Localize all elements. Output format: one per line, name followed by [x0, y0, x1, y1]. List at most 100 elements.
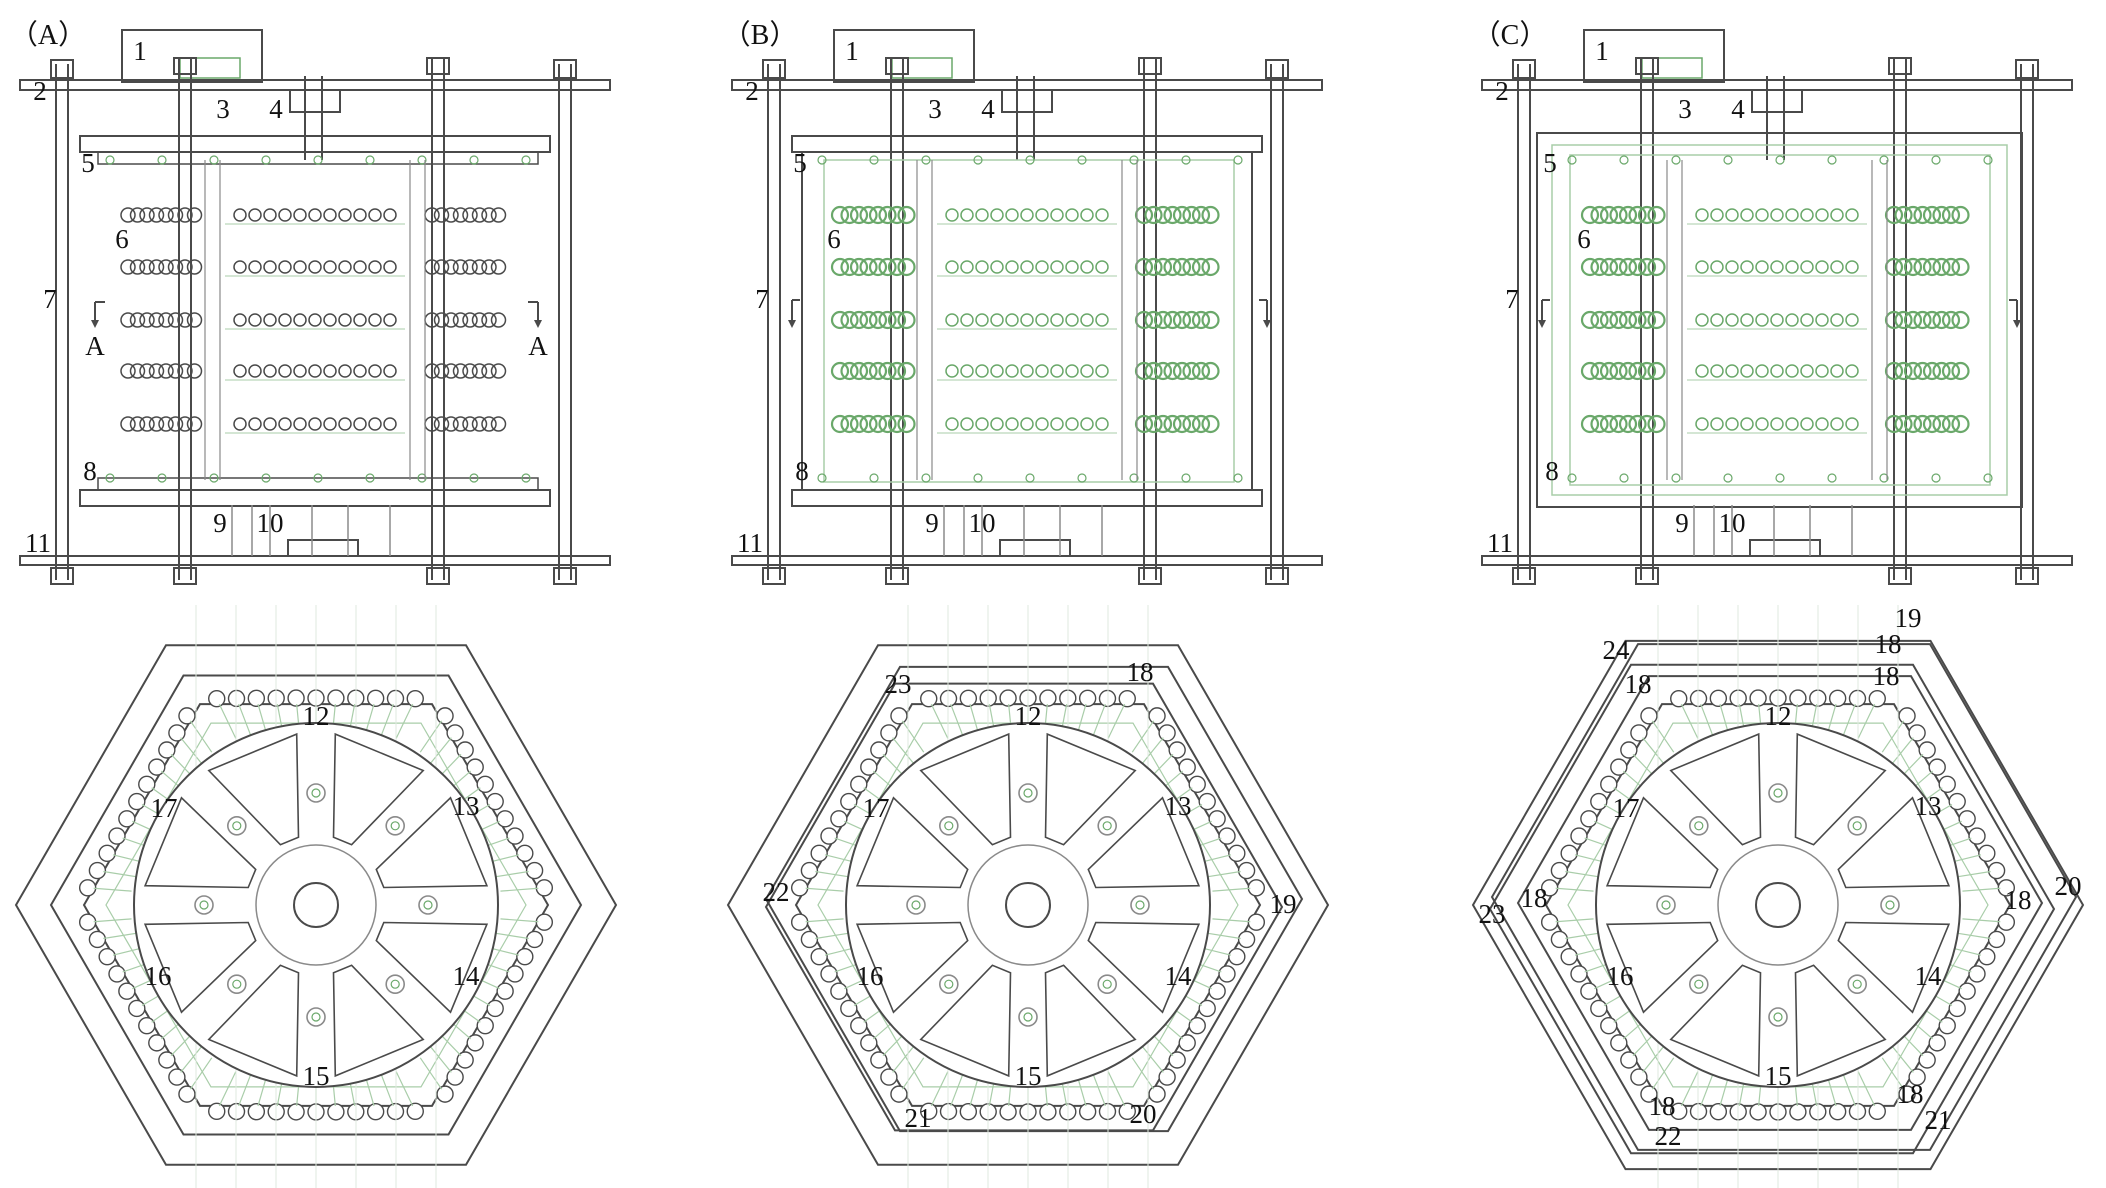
cell [436, 707, 454, 725]
cell [1932, 310, 1951, 330]
cell [323, 260, 337, 274]
cell [1951, 257, 1970, 277]
cell [1065, 313, 1079, 327]
bolt [1233, 473, 1243, 483]
cell [436, 1085, 454, 1103]
cell [878, 414, 897, 434]
rod-nut [1265, 59, 1289, 79]
cell [1755, 313, 1769, 327]
cell [1618, 205, 1638, 225]
cell [1785, 364, 1799, 378]
cell [168, 1068, 186, 1086]
rod-nut [2015, 59, 2039, 79]
cell-lead [1091, 1070, 1106, 1107]
cell [945, 364, 959, 378]
cell [1637, 205, 1657, 225]
cell [1918, 1051, 1936, 1069]
cell [1148, 707, 1166, 725]
cell [490, 416, 507, 432]
cell-lead [180, 737, 206, 768]
cell [248, 260, 262, 274]
cell [186, 259, 203, 275]
frame [1536, 132, 2023, 508]
label-15: 15 [303, 1061, 330, 1091]
cell [1968, 827, 1986, 845]
bolt-hole [1130, 895, 1150, 915]
cell [353, 313, 367, 327]
bolt [921, 155, 931, 165]
cell [1647, 205, 1666, 225]
cell [1894, 361, 1913, 381]
top-plate [731, 79, 1323, 91]
bolt-hole [194, 895, 214, 915]
cell [443, 363, 459, 379]
label-2: 2 [1495, 76, 1509, 106]
cell [1903, 310, 1923, 330]
cell [120, 312, 136, 328]
cell-lead [93, 918, 132, 923]
cell [466, 1034, 484, 1052]
cell [128, 999, 146, 1018]
cell [1725, 208, 1739, 222]
label-21: 21 [1925, 1105, 1952, 1135]
cell [1922, 257, 1942, 277]
cell [148, 758, 166, 776]
cell [860, 1034, 878, 1052]
cell [840, 361, 859, 381]
cell-lead [1881, 720, 1905, 753]
cell-lead [892, 1042, 918, 1073]
cell [139, 259, 155, 275]
cell [1095, 313, 1109, 327]
label-4: 4 [1731, 94, 1745, 124]
cell [129, 312, 146, 328]
bolt [105, 155, 115, 165]
hub [1717, 844, 1839, 966]
cell [1785, 260, 1799, 274]
cell [880, 724, 898, 742]
cell [1182, 414, 1201, 434]
rod-nut [50, 567, 74, 585]
cell [1560, 947, 1578, 966]
cell-hexagon [794, 703, 1262, 1107]
cell [870, 741, 888, 759]
label-21: 21 [905, 1103, 932, 1133]
cell [859, 361, 878, 381]
cell [1695, 313, 1709, 327]
cell [177, 312, 193, 328]
cell [1815, 260, 1829, 274]
cell [462, 416, 478, 432]
cell [293, 364, 307, 378]
cell [1941, 361, 1961, 381]
cell-hexagon-inner [105, 722, 527, 1088]
outer-hexagon [1471, 639, 2085, 1171]
cell [471, 363, 488, 379]
bolt [869, 473, 879, 483]
cell [1590, 414, 1609, 434]
cell [1709, 1102, 1728, 1121]
cell [248, 313, 262, 327]
bolt-hole-inner [232, 821, 242, 831]
cell [887, 257, 907, 277]
cell [1815, 313, 1829, 327]
cell [386, 1102, 405, 1121]
cell [443, 259, 459, 275]
outer-hexagon [14, 644, 618, 1166]
cell [860, 758, 878, 776]
lower-plate [79, 489, 551, 507]
cell [433, 312, 450, 328]
shaft-hole [293, 882, 339, 928]
cell [1828, 689, 1847, 708]
label-11: 11 [737, 528, 763, 558]
cell [1845, 260, 1859, 274]
cell [1144, 414, 1163, 434]
label-18d: 18 [1521, 883, 1548, 913]
section-mark-right: A [528, 331, 548, 361]
cell [1118, 689, 1136, 708]
bolt [1723, 155, 1733, 165]
cell [1749, 1103, 1767, 1121]
cell [890, 1085, 908, 1103]
cell [1005, 260, 1019, 274]
cell [120, 207, 136, 223]
cell [1785, 417, 1799, 431]
rod-nut [1138, 57, 1162, 75]
